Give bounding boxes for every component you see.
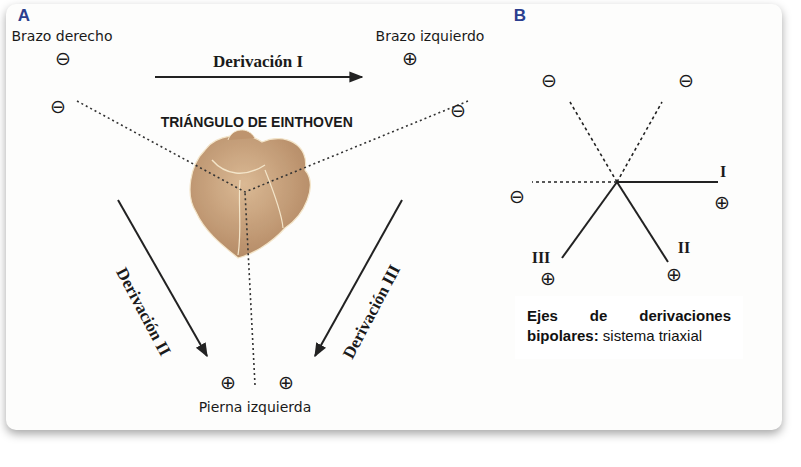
polarity-sign: ⊖ xyxy=(541,71,557,90)
polarity-sign: ⊕ xyxy=(540,269,556,288)
polarity-sign: ⊖ xyxy=(509,187,525,206)
einthoven-triangle: TRIÁNGULO DE EINTHOVEN xyxy=(75,100,470,388)
panel-letter: A xyxy=(18,6,30,26)
limb-label: Brazo derecho xyxy=(11,28,112,44)
caption-box: Ejes de derivaciones bipolares: sistema … xyxy=(515,296,743,359)
limb-label: Pierna izquierda xyxy=(199,399,312,415)
caption-body: sistema triaxial xyxy=(603,327,702,344)
polarity-sign: ⊕ xyxy=(666,265,682,284)
axis-label: III xyxy=(532,249,551,267)
polarity-sign: ⊖ xyxy=(55,49,71,68)
panel-letter: B xyxy=(514,6,526,26)
dotted-lines xyxy=(77,101,468,385)
caption-text: Ejes de derivaciones bipolares: sistema … xyxy=(527,306,731,347)
card-background xyxy=(6,4,782,430)
polarity-sign: ⊕ xyxy=(278,373,294,392)
axis-label: I xyxy=(720,163,726,181)
triangle-title: TRIÁNGULO DE EINTHOVEN xyxy=(75,114,438,130)
limb-label: Brazo izquierdo xyxy=(376,28,485,44)
lead-name: Derivación I xyxy=(213,52,303,72)
polarity-sign: ⊖ xyxy=(678,71,694,90)
triaxial-axes xyxy=(532,102,718,262)
polarity-sign: ⊖ xyxy=(50,97,66,116)
polarity-sign: ⊕ xyxy=(714,193,730,212)
axis-label: II xyxy=(678,239,690,257)
heart-illustration xyxy=(190,130,310,258)
polarity-sign: ⊕ xyxy=(402,49,418,68)
triangle-shape xyxy=(75,100,470,388)
polarity-sign: ⊕ xyxy=(220,373,236,392)
polarity-sign: ⊖ xyxy=(450,101,466,120)
